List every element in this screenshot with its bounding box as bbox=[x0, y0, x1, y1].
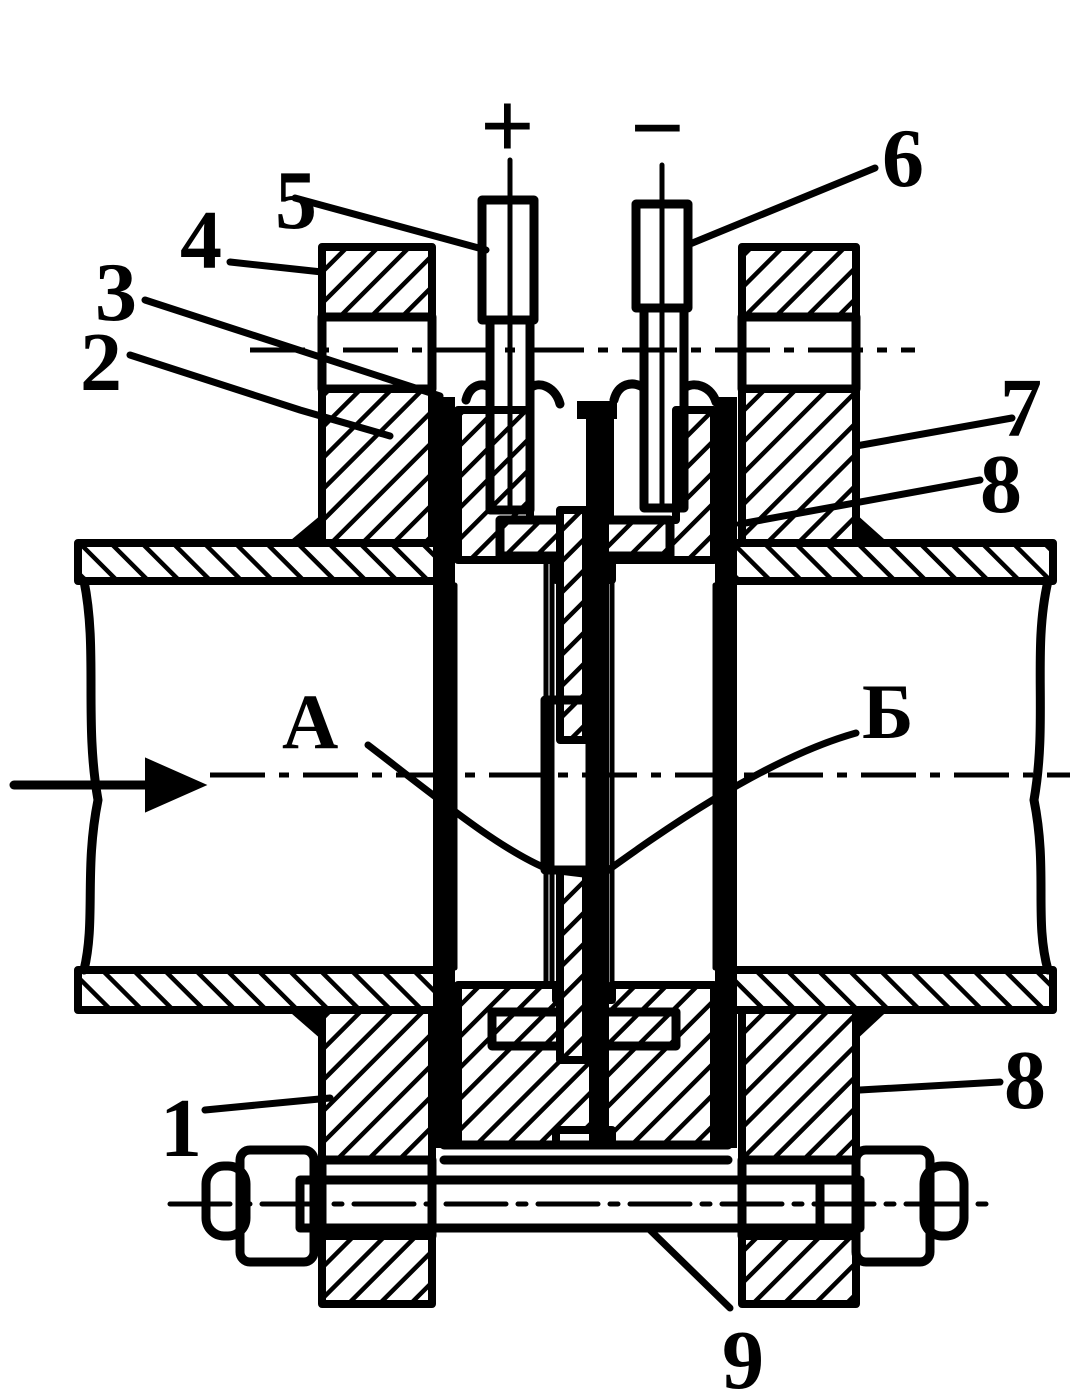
leader-5 bbox=[291, 194, 490, 254]
weld-right-top bbox=[853, 511, 892, 546]
label-6: 6 bbox=[882, 112, 924, 205]
label-5: 5 bbox=[275, 154, 317, 247]
electrode-left-lower bbox=[556, 866, 590, 1064]
flange-right-lower-body bbox=[738, 1006, 860, 1164]
pipe bbox=[74, 539, 1057, 1014]
pipe-wall-top-right bbox=[724, 539, 1057, 585]
flow-arrow-head bbox=[145, 757, 208, 813]
bolt bbox=[167, 1145, 999, 1267]
pipe-break-left bbox=[79, 576, 103, 975]
pipe-wall-top-left bbox=[74, 539, 446, 585]
leader-8-top bbox=[736, 476, 984, 528]
measuring-path-a-b bbox=[364, 729, 860, 880]
weld-right-bottom bbox=[853, 1007, 892, 1043]
leader-lines bbox=[126, 164, 1016, 1312]
labels: + − 5 6 4 3 2 7 8 8 1 9 А Б bbox=[80, 72, 1046, 1400]
electrode-left-upper bbox=[556, 506, 590, 744]
weld-left-bottom bbox=[283, 1007, 325, 1043]
flange-right-upper-block bbox=[738, 243, 860, 321]
terminal-plus bbox=[461, 157, 565, 515]
pipe-break-right bbox=[1029, 576, 1053, 975]
leader-2 bbox=[126, 351, 394, 440]
pipe-wall-bottom-right bbox=[724, 966, 1057, 1014]
bottom-plate bbox=[439, 1140, 733, 1165]
electrodes bbox=[445, 417, 725, 1143]
label-7: 7 bbox=[1000, 362, 1042, 455]
label-point-a: А bbox=[282, 678, 338, 765]
terminal-bridge bbox=[577, 401, 617, 419]
label-8-top: 8 bbox=[980, 438, 1022, 531]
leader-9 bbox=[646, 1226, 734, 1312]
minus-sign: − bbox=[630, 74, 685, 181]
leader-1 bbox=[201, 1094, 334, 1114]
flange-left-lower-block bbox=[318, 1232, 436, 1308]
flange-right-lower-block bbox=[738, 1232, 860, 1308]
leader-8-bottom bbox=[856, 1078, 1004, 1094]
label-3: 3 bbox=[95, 246, 137, 339]
flange-left bbox=[283, 243, 437, 1308]
pipe-wall-bottom-left bbox=[74, 966, 446, 1014]
label-4: 4 bbox=[180, 194, 222, 287]
weld-left-top bbox=[283, 511, 325, 546]
nut-right-cap bbox=[919, 1161, 969, 1241]
leader-6 bbox=[686, 164, 879, 248]
label-1: 1 bbox=[160, 1082, 202, 1175]
flange-left-lower-body bbox=[318, 1006, 436, 1164]
flange-left-upper-block bbox=[318, 243, 436, 321]
flange-left-upper-body bbox=[318, 385, 436, 547]
terminal-minus bbox=[577, 162, 721, 513]
flow-arrow bbox=[9, 757, 208, 813]
terminal-plus-seal bbox=[461, 380, 565, 409]
terminal-minus-seal bbox=[609, 379, 721, 407]
bolt-head-left-cap bbox=[201, 1161, 251, 1241]
flange-right-bolt-hole bbox=[737, 312, 861, 394]
label-8-bottom: 8 bbox=[1004, 1034, 1046, 1127]
label-9: 9 bbox=[722, 1314, 764, 1400]
leader-4 bbox=[226, 258, 326, 276]
electrode-left-edge bbox=[543, 557, 555, 988]
leader-7 bbox=[852, 414, 1016, 450]
leader-3 bbox=[141, 296, 444, 400]
label-point-b: Б bbox=[862, 668, 914, 755]
insert-housing bbox=[439, 406, 733, 1165]
plus-sign: + bbox=[480, 72, 535, 179]
label-2: 2 bbox=[80, 316, 122, 409]
